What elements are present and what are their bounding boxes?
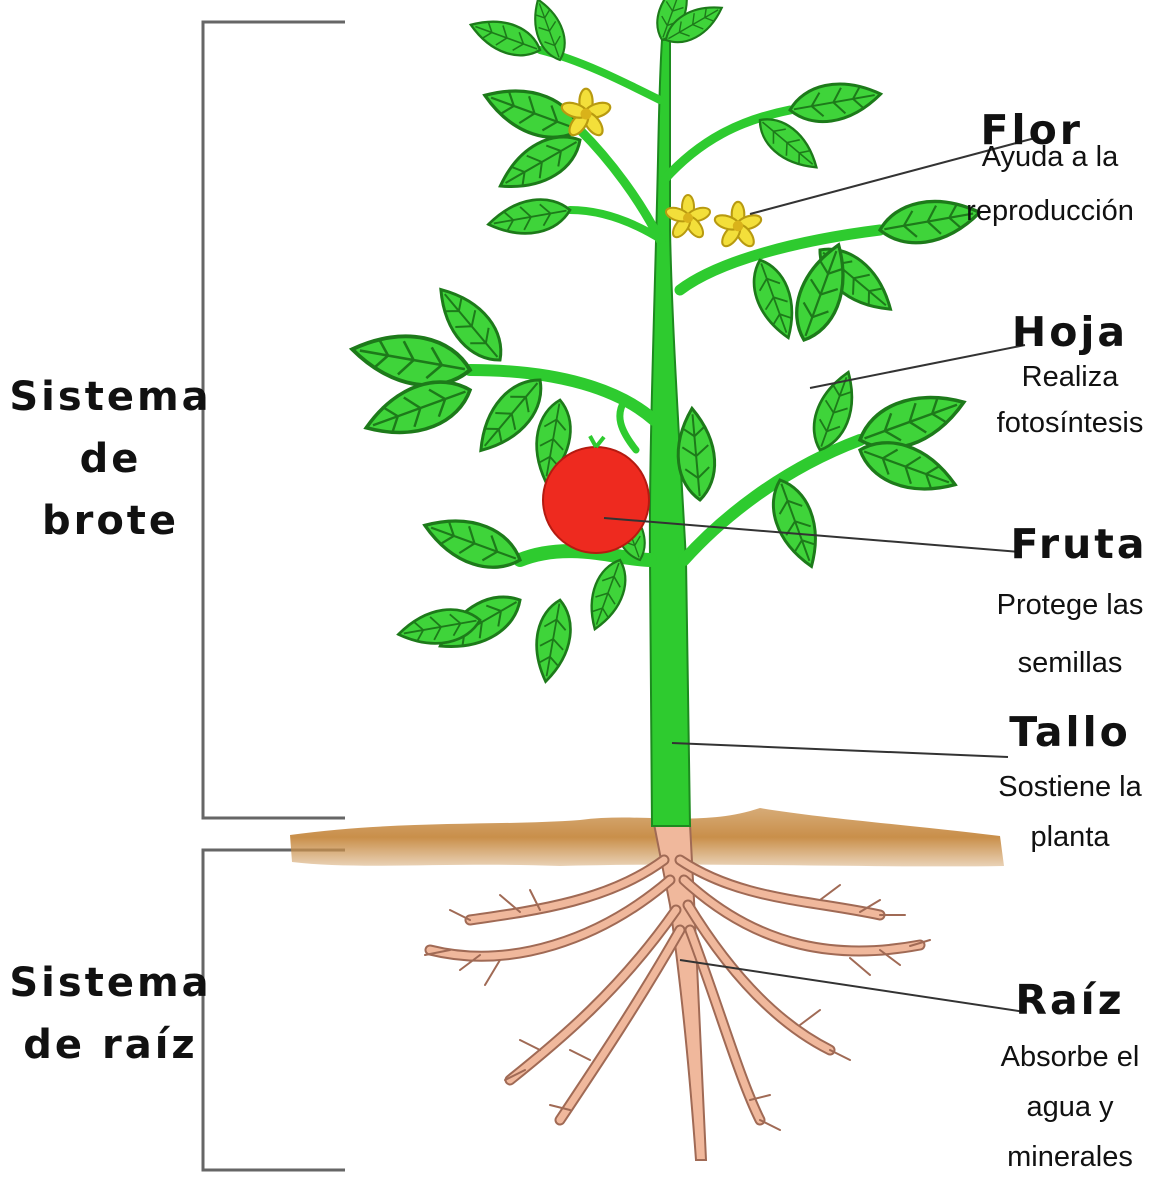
part-flor: Flor Ayuda a la reproducción [945,108,1155,234]
part-raiz-desc-3: minerales [975,1134,1165,1180]
part-tallo-desc-1: Sostiene la [975,764,1165,810]
part-hoja-title: Hoja [975,310,1165,354]
part-hoja-desc-2: fotosíntesis [975,400,1165,446]
root-system-line-2: de raíz [8,1014,213,1076]
part-raiz-title: Raíz [975,978,1165,1022]
part-raiz-desc-1: Absorbe el [975,1034,1165,1080]
part-flor-desc-1: Ayuda a la [945,134,1155,180]
shoot-system-label: Sistema de brote [8,366,213,552]
part-raiz: Raíz Absorbe el agua y minerales [975,978,1165,1180]
root-bracket [203,850,345,1170]
part-tallo-desc-2: planta [975,814,1165,860]
shoot-system-line-3: brote [8,490,213,552]
part-fruta-title: Fruta [970,522,1170,566]
leader-raiz [680,960,1025,1012]
leader-tallo [672,743,1008,757]
part-tallo: Tallo Sostiene la planta [975,710,1165,860]
shoot-system-line-1: Sistema [8,366,213,428]
part-fruta: Fruta Protege las semillas [970,522,1170,686]
part-fruta-desc-1: Protege las [970,582,1170,628]
root-system-label: Sistema de raíz [8,952,213,1076]
part-tallo-title: Tallo [975,710,1165,754]
soil-band [290,808,1004,866]
shoot-system-line-2: de [8,428,213,490]
part-hoja: Hoja Realiza fotosíntesis [975,310,1165,446]
part-fruta-desc-2: semillas [970,640,1170,686]
shoot-bracket [203,22,345,818]
part-flor-desc-2: reproducción [945,188,1155,234]
part-hoja-desc-1: Realiza [975,354,1165,400]
part-raiz-desc-2: agua y [975,1084,1165,1130]
root-system-line-1: Sistema [8,952,213,1014]
